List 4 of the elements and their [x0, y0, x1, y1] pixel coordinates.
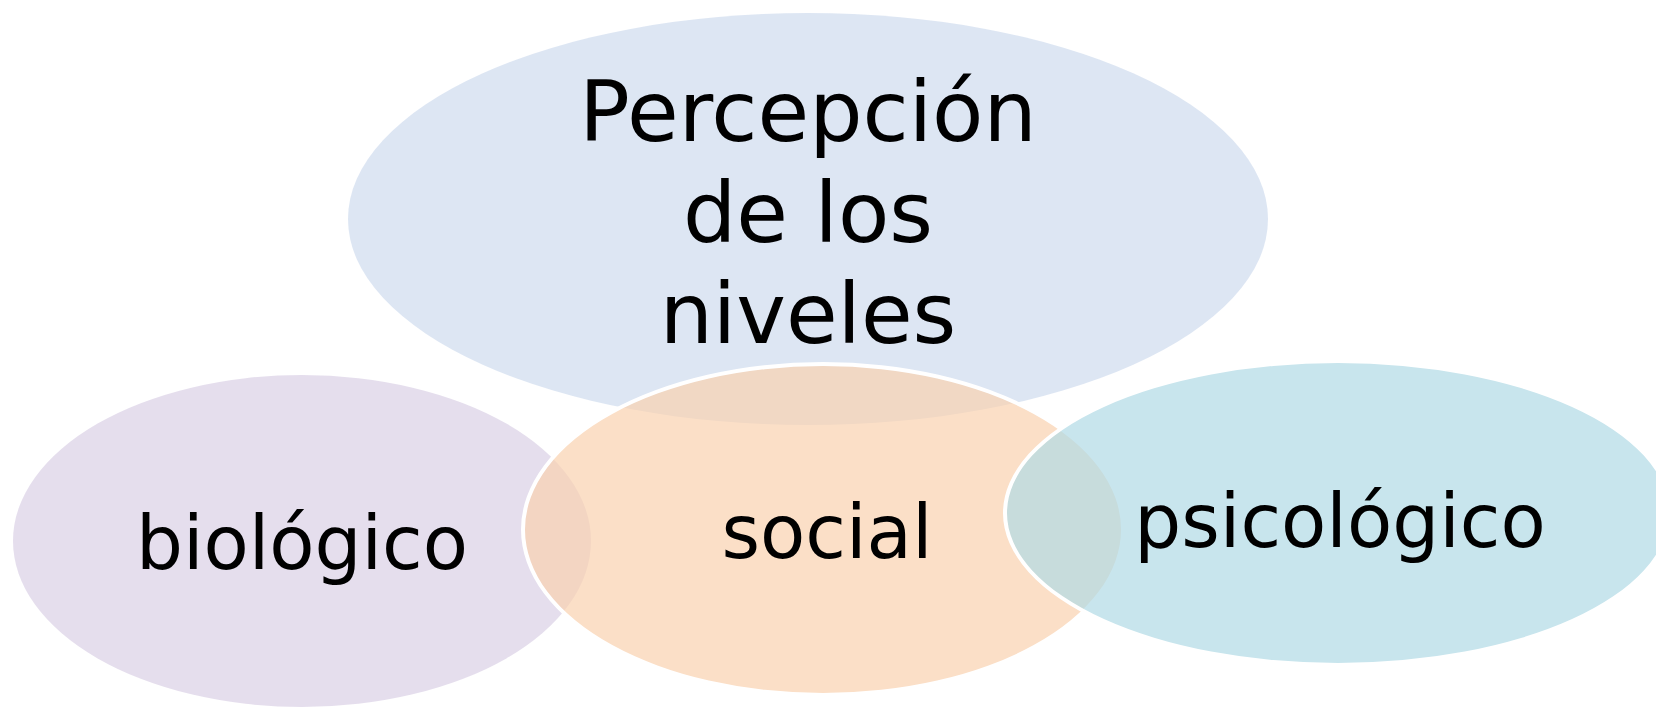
oval-label: psicológico: [1134, 476, 1546, 566]
oval-label: Percepción de los niveles: [578, 61, 1038, 365]
oval-label: biológico: [135, 498, 469, 588]
oval-label: social: [721, 487, 933, 577]
